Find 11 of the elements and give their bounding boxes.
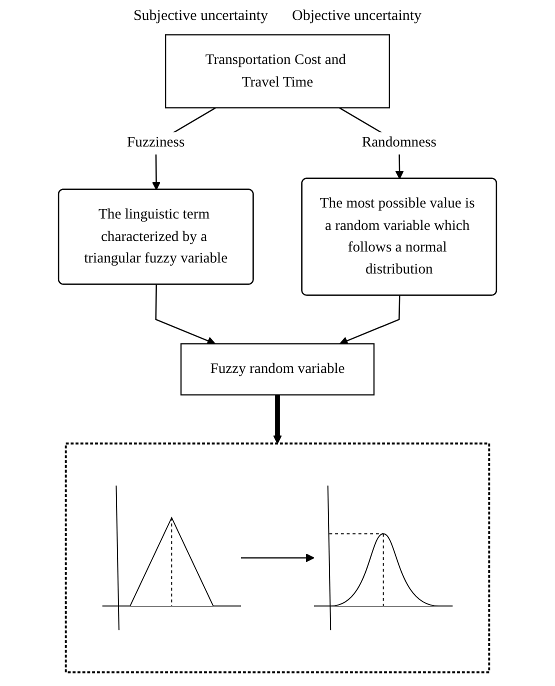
cluster — [64, 442, 490, 674]
edge-label: Randomness — [362, 135, 436, 151]
node-box: Transportation Cost and Travel Time — [165, 34, 390, 108]
node-box: Fuzzy random variable — [180, 343, 375, 396]
edge-note: Subjective uncertainty — [133, 8, 268, 25]
arrow — [241, 554, 314, 562]
edge-label: Fuzziness — [127, 135, 185, 151]
arrow — [155, 284, 216, 345]
arrow — [273, 394, 282, 444]
arrow — [339, 296, 400, 345]
edge-note: Objective uncertainty — [292, 8, 422, 25]
